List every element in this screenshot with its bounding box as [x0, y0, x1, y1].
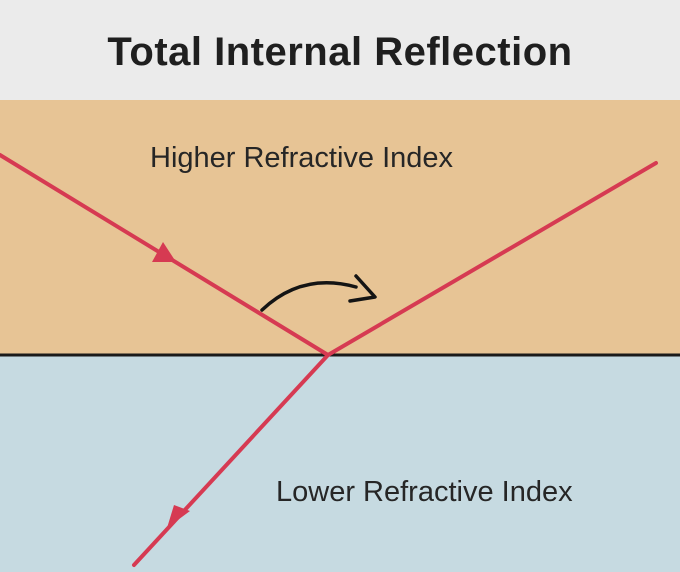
- diagram-title: Total Internal Reflection: [107, 30, 573, 74]
- higher-index-medium: [0, 100, 680, 355]
- higher-index-label: Higher Refractive Index: [150, 142, 454, 174]
- angle-arrowhead: [348, 274, 377, 303]
- refracted-ray: [132, 353, 330, 567]
- refracted-ray-arrow-icon: [167, 505, 190, 528]
- reflected-ray: [326, 161, 658, 357]
- angle-arrow-icon: [260, 281, 358, 312]
- incident-ray-arrow-icon: [152, 242, 176, 262]
- title-band: [0, 0, 680, 100]
- lower-index-label: Lower Refractive Index: [276, 476, 573, 508]
- lower-index-medium: [0, 355, 680, 572]
